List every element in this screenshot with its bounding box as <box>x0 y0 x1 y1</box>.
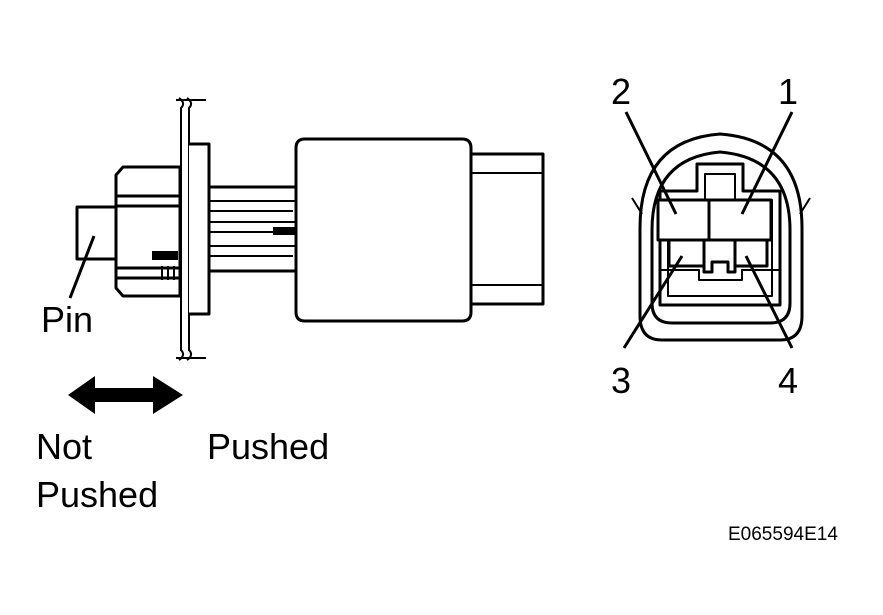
switch-housing <box>294 137 473 323</box>
terminal-1 <box>707 198 773 242</box>
switch-side-view <box>75 97 545 361</box>
terminal-2 <box>656 198 711 242</box>
pin <box>75 205 122 261</box>
switch-shaft <box>207 185 303 273</box>
terminal-4-label: 4 <box>778 360 798 401</box>
pushed-label: Pushed <box>207 426 329 467</box>
switch-nose <box>114 165 182 298</box>
terminal-2-label: 2 <box>611 71 631 112</box>
terminal-3-label: 3 <box>611 360 631 401</box>
figure-code: E065594E14 <box>728 524 838 545</box>
terminal-1-label: 1 <box>778 71 798 112</box>
terminal-3 <box>667 238 706 268</box>
not-pushed-label-line1: Not <box>36 426 92 467</box>
terminal-4 <box>733 238 769 268</box>
mounting-bracket <box>176 97 211 361</box>
switch-connector-end <box>469 152 545 306</box>
terminal-leader-lines <box>622 111 794 349</box>
not-pushed-label-line2: Pushed <box>36 474 158 515</box>
double-headed-arrow-icon <box>68 376 183 414</box>
pin-label: Pin <box>41 299 93 340</box>
pin-leader-line <box>68 235 96 299</box>
connector-front-view <box>631 132 811 342</box>
